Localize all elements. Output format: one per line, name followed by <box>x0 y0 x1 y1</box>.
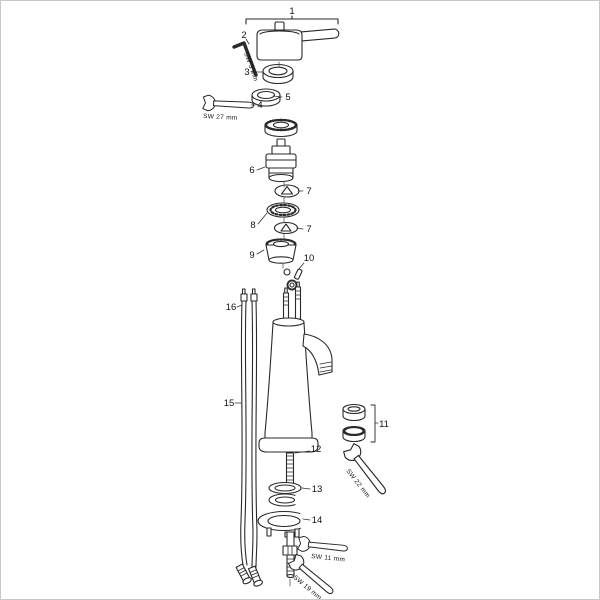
part-label-6: 6 <box>249 165 254 176</box>
part-label-7-upper: 7 <box>306 186 311 197</box>
part-label-1: 1 <box>289 6 294 17</box>
part-label-16: 16 <box>226 302 237 313</box>
allen-key-icon <box>232 41 258 77</box>
part-label-10: 10 <box>304 253 315 264</box>
wrench-27-icon <box>202 94 255 114</box>
part-label-13: 13 <box>312 484 323 495</box>
ball-ring-8 <box>266 202 300 218</box>
part-label-4: 4 <box>257 100 262 111</box>
part-label-7-lower: 7 <box>306 224 311 235</box>
part-1-bracket <box>245 15 339 25</box>
center-axis-lines <box>278 61 291 588</box>
mounting-bracket-14 <box>257 510 316 538</box>
knurled-nut <box>264 118 298 138</box>
wrench-11-icon <box>296 535 349 557</box>
leader-lines <box>234 38 379 521</box>
part-label-2: 2 <box>241 30 246 41</box>
gasket-7-lower <box>273 221 299 235</box>
part-label-5: 5 <box>285 92 290 103</box>
small-parts-10 <box>283 268 303 291</box>
washers-13 <box>268 481 307 507</box>
faucet-body <box>258 317 333 453</box>
part-label-3: 3 <box>244 67 249 78</box>
spout-parts-11 <box>342 403 376 443</box>
part-label-8: 8 <box>250 220 255 231</box>
part-label-9: 9 <box>249 250 254 261</box>
part-label-15: 15 <box>224 398 235 409</box>
tool-label-sw11: SW 11 mm <box>311 553 346 564</box>
sleeve-ring-3 <box>262 63 294 85</box>
cartridge-6 <box>265 138 297 183</box>
gasket-7-upper <box>274 184 300 198</box>
part-label-14: 14 <box>312 515 323 526</box>
supply-hoses <box>235 288 263 587</box>
part-label-12: 12 <box>311 444 322 455</box>
nut-ring-5 <box>251 88 281 107</box>
part-label-11: 11 <box>379 419 389 430</box>
handle-assembly <box>256 21 340 61</box>
tool-label-sw27: SW 27 mm <box>203 113 238 122</box>
aerator-9 <box>265 238 297 264</box>
lower-rod <box>282 531 298 579</box>
threaded-rod-12 <box>285 452 295 488</box>
